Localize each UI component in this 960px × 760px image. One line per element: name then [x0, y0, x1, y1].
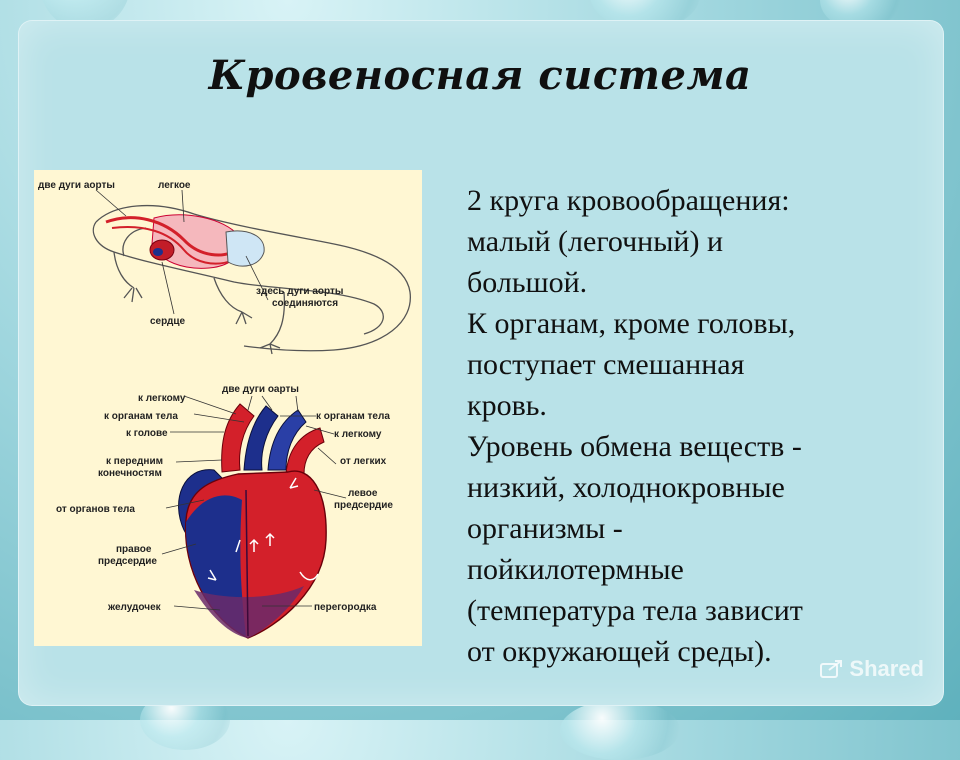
text-line: большой.	[467, 266, 588, 299]
heart-vessel-blue-1	[243, 405, 279, 471]
heart-illustration	[178, 403, 327, 639]
text-line: кровь.	[467, 389, 547, 422]
text-line: К органам, кроме головы,	[467, 307, 796, 340]
decor-bubble	[560, 700, 680, 760]
label-two-arches-heart: две дуги оарты	[222, 384, 299, 395]
label-to-body-left: к органам тела	[104, 411, 178, 422]
label-aorta-join-line1: здесь дуги аорты	[256, 286, 343, 297]
label-from-lungs: от легких	[340, 456, 387, 467]
label-left-atrium-line2: предсердие	[334, 500, 393, 511]
label-from-body: от органов тела	[56, 504, 135, 515]
label-heart: сердце	[150, 316, 185, 327]
text-line: Уровень обмена веществ -	[467, 430, 802, 463]
text-line: (температура тела зависит	[467, 594, 803, 627]
flow-arrows	[207, 477, 319, 581]
lizard-heart-venous	[153, 248, 163, 256]
reptile-circulation-illustration: две дуги аорты легкое сердце здесь дуги …	[38, 180, 411, 639]
heart-vessel-red-right	[285, 427, 325, 475]
heart-ventricle-purple	[194, 586, 304, 638]
label-ventricle: желудочек	[107, 602, 162, 613]
label-two-aortic-arches: две дуги аорты	[38, 180, 115, 191]
text-line: от окружающей среды).	[467, 635, 772, 668]
label-to-limbs-line2: конечностям	[98, 468, 162, 479]
label-to-limbs-line1: к передним	[106, 456, 163, 467]
aortic-arch-red	[105, 216, 240, 257]
text-line: 2 круга кровообращения:	[467, 184, 790, 217]
label-lung: легкое	[158, 180, 191, 191]
lizard-illustration	[92, 205, 411, 355]
label-to-head: к голове	[126, 428, 168, 439]
label-aorta-join-line2: соединяются	[272, 298, 338, 309]
label-left-atrium-line1: левое	[348, 488, 378, 499]
slide-body-text: 2 круга кровообращения: малый (легочный)…	[467, 180, 917, 672]
slide-title: Кровеносная система	[208, 52, 752, 99]
liver-shape	[225, 230, 265, 267]
text-line: организмы -	[467, 512, 623, 545]
watermark-text: Shared	[849, 656, 924, 681]
text-line: пойкилотермные	[467, 553, 684, 586]
shared-watermark: Shared	[819, 656, 924, 682]
label-to-body-right: к органам тела	[316, 411, 390, 422]
aortic-arch-red-2	[111, 226, 235, 265]
share-icon	[819, 658, 845, 680]
text-line: малый (легочный) и	[467, 225, 723, 258]
heart-vessel-red-left	[221, 403, 255, 473]
label-to-lung-left: к легкому	[138, 393, 186, 404]
circulatory-figure: две дуги аорты легкое сердце здесь дуги …	[34, 170, 422, 646]
text-line: поступает смешанная	[467, 348, 745, 381]
text-line: низкий, холоднокровные	[467, 471, 785, 504]
label-to-lung-right: к легкому	[334, 429, 382, 440]
label-septum: перегородка	[314, 602, 377, 613]
heart-septum-line	[245, 489, 249, 637]
label-right-atrium-line1: правое	[116, 544, 152, 555]
label-right-atrium-line2: предсердие	[98, 556, 157, 567]
